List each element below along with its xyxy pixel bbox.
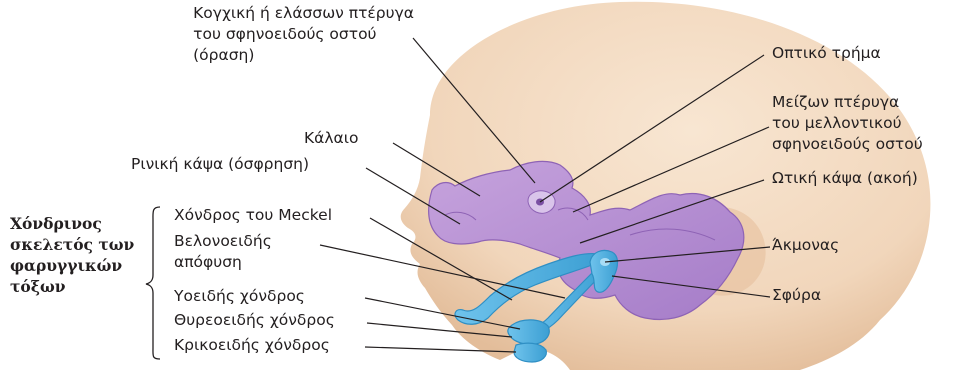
label-optic-foramen: Οπτικό τρήμα bbox=[772, 43, 881, 64]
label-meckel: Χόνδρος του Meckel bbox=[174, 205, 332, 226]
group-title-line4: τόξων bbox=[10, 276, 134, 297]
label-greater-wing-line2: του μελλοντικού bbox=[772, 113, 923, 134]
label-lesser-wing-line2: του σφηνοειδούς οστού bbox=[193, 24, 414, 45]
label-incus: Άκμονας bbox=[772, 235, 839, 256]
label-lesser-wing: Κογχική ή ελάσσων πτέρυγα του σφηνοειδού… bbox=[193, 3, 414, 66]
cricoid-shape bbox=[514, 343, 546, 362]
label-hyoid: Υοειδής χόνδρος bbox=[174, 286, 305, 307]
group-brace bbox=[146, 207, 160, 359]
label-greater-wing: Μείζων πτέρυγα του μελλοντικού σφηνοειδο… bbox=[772, 92, 923, 155]
label-calvaria: Κάλαιο bbox=[304, 128, 359, 149]
label-greater-wing-line1: Μείζων πτέρυγα bbox=[772, 92, 923, 113]
label-styloid: Βελονοειδής απόφυση bbox=[174, 231, 272, 273]
label-styloid-line1: Βελονοειδής bbox=[174, 231, 272, 252]
label-thyroid: Θυρεοειδής χόνδρος bbox=[174, 310, 335, 331]
label-lesser-wing-line1: Κογχική ή ελάσσων πτέρυγα bbox=[193, 3, 414, 24]
label-styloid-line2: απόφυση bbox=[174, 252, 272, 273]
group-title: Χόνδρινος σκελετός των φαρυγγικών τόξων bbox=[10, 213, 134, 297]
group-title-line1: Χόνδρινος bbox=[10, 213, 134, 234]
label-otic-capsule: Ωτική κάψα (ακοή) bbox=[772, 168, 918, 189]
label-malleus: Σφύρα bbox=[772, 285, 821, 306]
group-title-line3: φαρυγγικών bbox=[10, 255, 134, 276]
label-greater-wing-line3: σφηνοειδούς οστού bbox=[772, 134, 923, 155]
label-cricoid: Κρικοειδής χόνδρος bbox=[174, 335, 330, 356]
label-lesser-wing-line3: (όραση) bbox=[193, 45, 414, 66]
label-nasal-capsule: Ρινική κάψα (όσφρηση) bbox=[131, 154, 309, 175]
group-title-line2: σκελετός των bbox=[10, 234, 134, 255]
